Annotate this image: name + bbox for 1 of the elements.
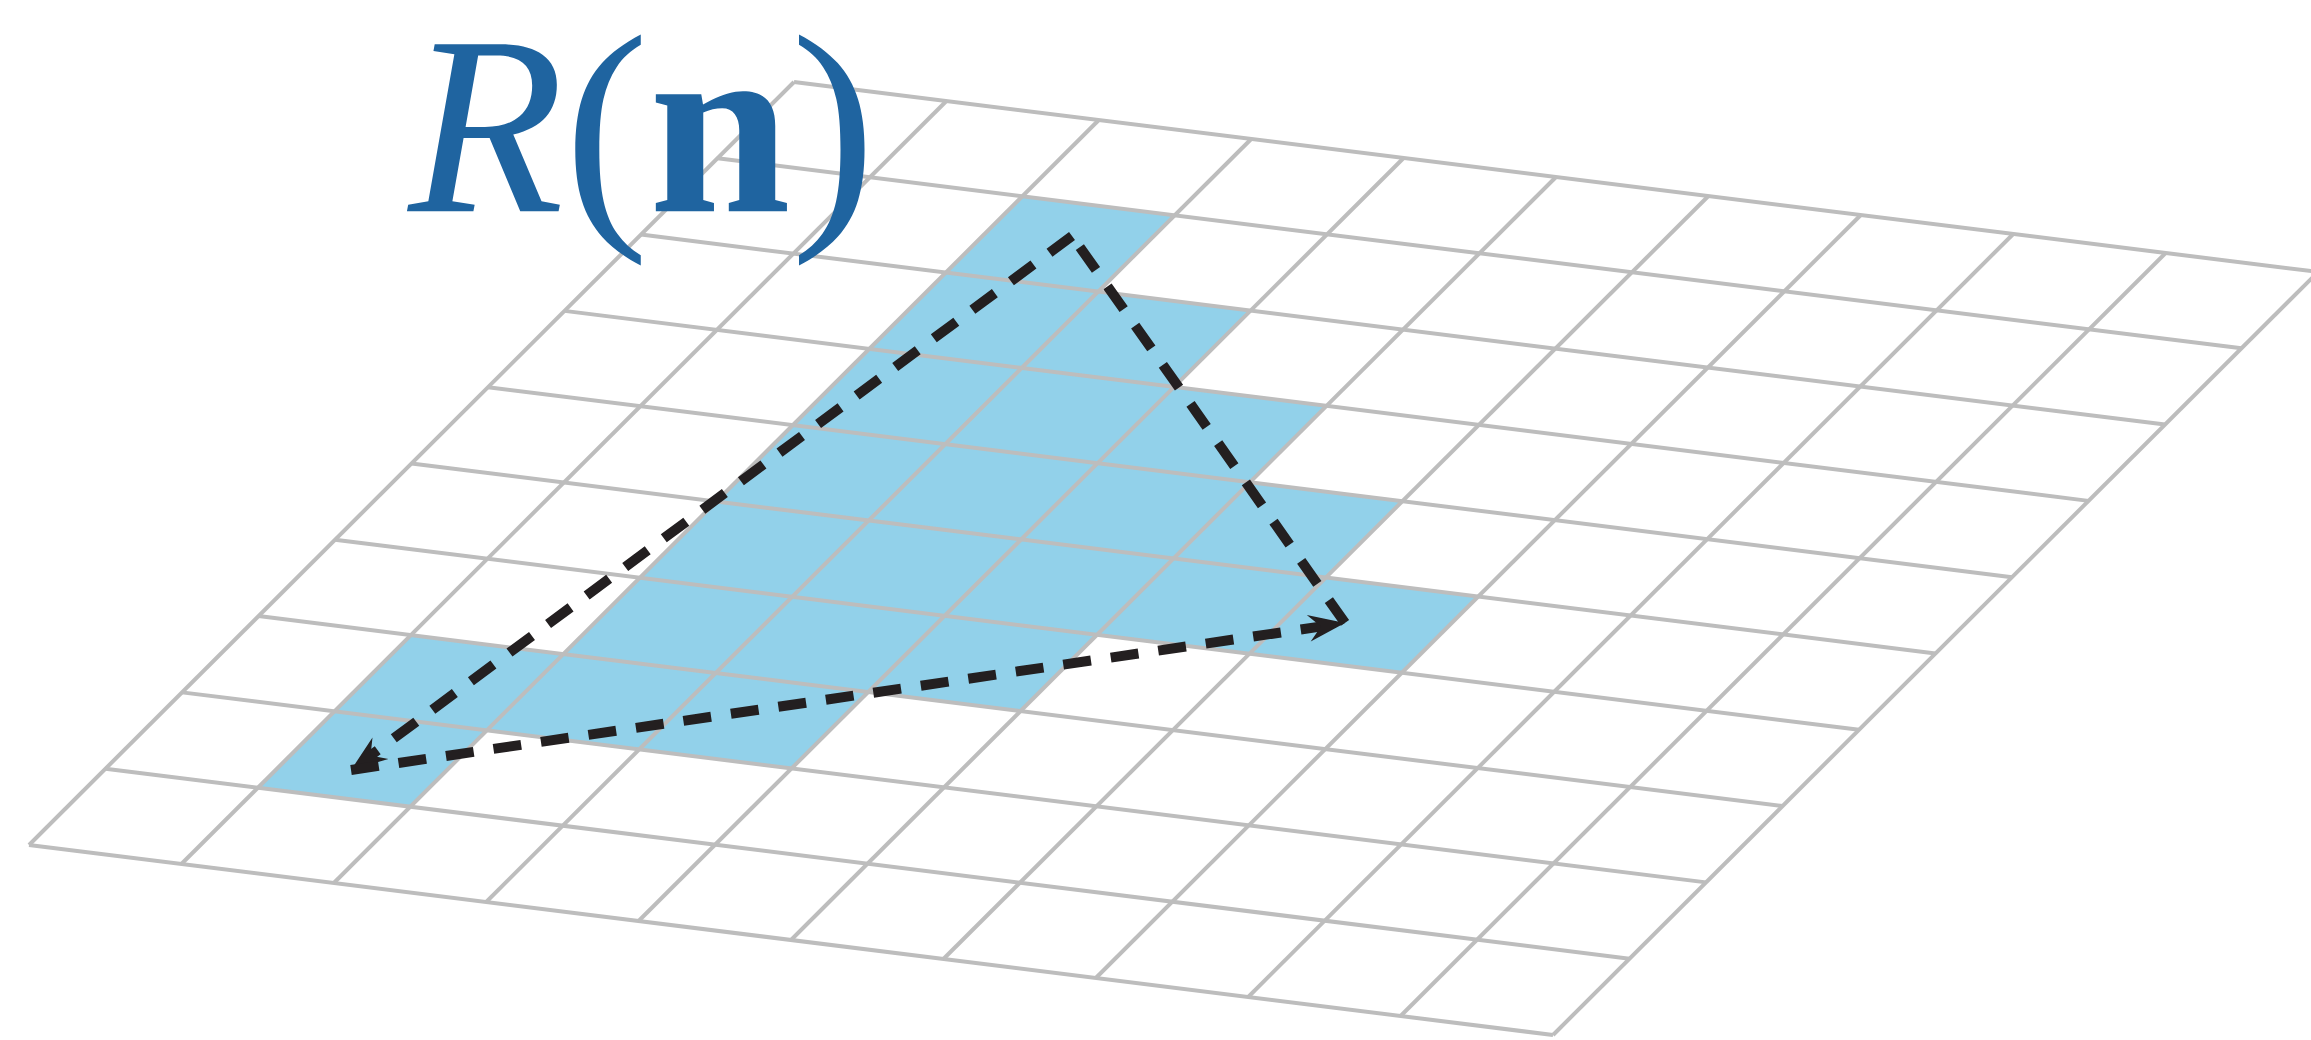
title: R(n) (406, 34, 865, 266)
